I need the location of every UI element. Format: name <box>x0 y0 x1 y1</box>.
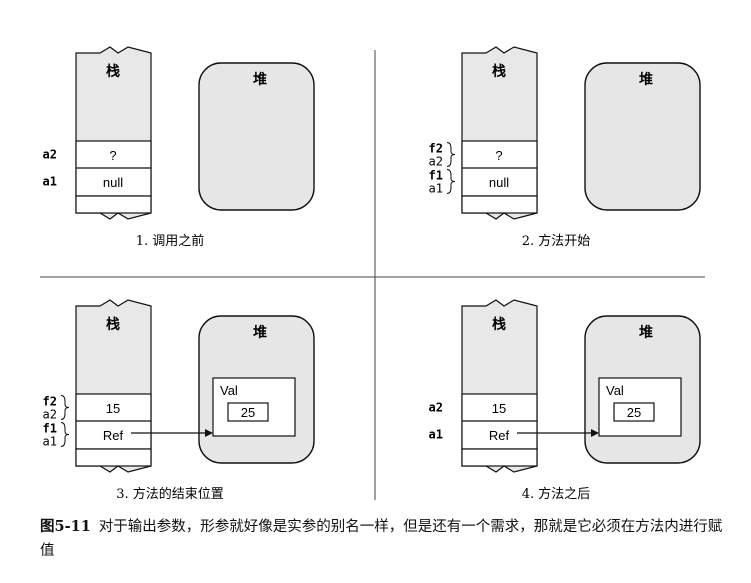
heap-label: 堆 <box>253 71 267 88</box>
variable-label: a2 <box>43 408 57 422</box>
panel-title: 1. 调用之前 <box>136 233 205 249</box>
heap-object-label: Val <box>606 383 624 398</box>
stack-cell-value: ? <box>495 148 502 163</box>
heap-object-label: Val <box>220 383 238 398</box>
brace-icon <box>446 169 456 194</box>
variable-label: a1 <box>43 175 57 189</box>
variable-label: a1 <box>429 428 443 442</box>
heap-value-box <box>227 402 269 422</box>
panel-1: 栈? null a2 a1 堆 1. 调用之前 <box>43 46 315 249</box>
heap-region <box>198 62 315 211</box>
heap-value: 25 <box>241 405 255 420</box>
stack-empty-slot <box>75 448 152 467</box>
stack-cell-value: 15 <box>106 401 120 416</box>
stack-label: 栈 <box>106 316 120 333</box>
stack-cell-value: 15 <box>492 401 506 416</box>
heap-label: 堆 <box>253 324 267 341</box>
heap-value: 25 <box>627 405 641 420</box>
variable-label: f2 <box>43 395 57 409</box>
variable-label: a1 <box>43 435 57 449</box>
stack-label: 栈 <box>492 63 506 80</box>
variable-label: f1 <box>43 422 57 436</box>
variable-label: a2 <box>429 155 443 169</box>
panel-title: 2. 方法开始 <box>522 233 591 249</box>
stack-cell-value: null <box>103 175 123 190</box>
stack-cell-value: ? <box>109 148 116 163</box>
stack-empty-slot <box>75 195 152 214</box>
heap-value-box <box>613 402 655 422</box>
variable-label: a1 <box>429 182 443 196</box>
stack-cell-value: Ref <box>489 428 510 443</box>
variable-label: a2 <box>43 148 57 162</box>
caption-number: 图5-11 <box>40 518 91 535</box>
arrowhead-icon <box>591 429 599 437</box>
variable-label: f1 <box>429 169 443 183</box>
caption-text: 对于输出参数，形参就好像是实参的别名一样，但是还有一个需求，那就是它必须在方法内… <box>40 519 723 559</box>
brace-icon <box>60 395 70 420</box>
stack-empty-slot <box>461 195 538 214</box>
heap-label: 堆 <box>639 71 653 88</box>
stack-label: 栈 <box>492 316 506 333</box>
stack-label: 栈 <box>106 63 120 80</box>
variable-label: f2 <box>429 142 443 156</box>
stack-cell-value: Ref <box>103 428 124 443</box>
variable-label: a2 <box>429 401 443 415</box>
arrowhead-icon <box>205 429 213 437</box>
panel-title: 4. 方法之后 <box>522 486 591 502</box>
brace-icon <box>60 422 70 447</box>
heap-region <box>584 62 701 211</box>
stack-empty-slot <box>461 448 538 467</box>
heap-label: 堆 <box>639 324 653 341</box>
panel-title: 3. 方法的结束位置 <box>116 486 224 502</box>
brace-icon <box>446 142 456 167</box>
stack-cell-value: null <box>489 175 509 190</box>
